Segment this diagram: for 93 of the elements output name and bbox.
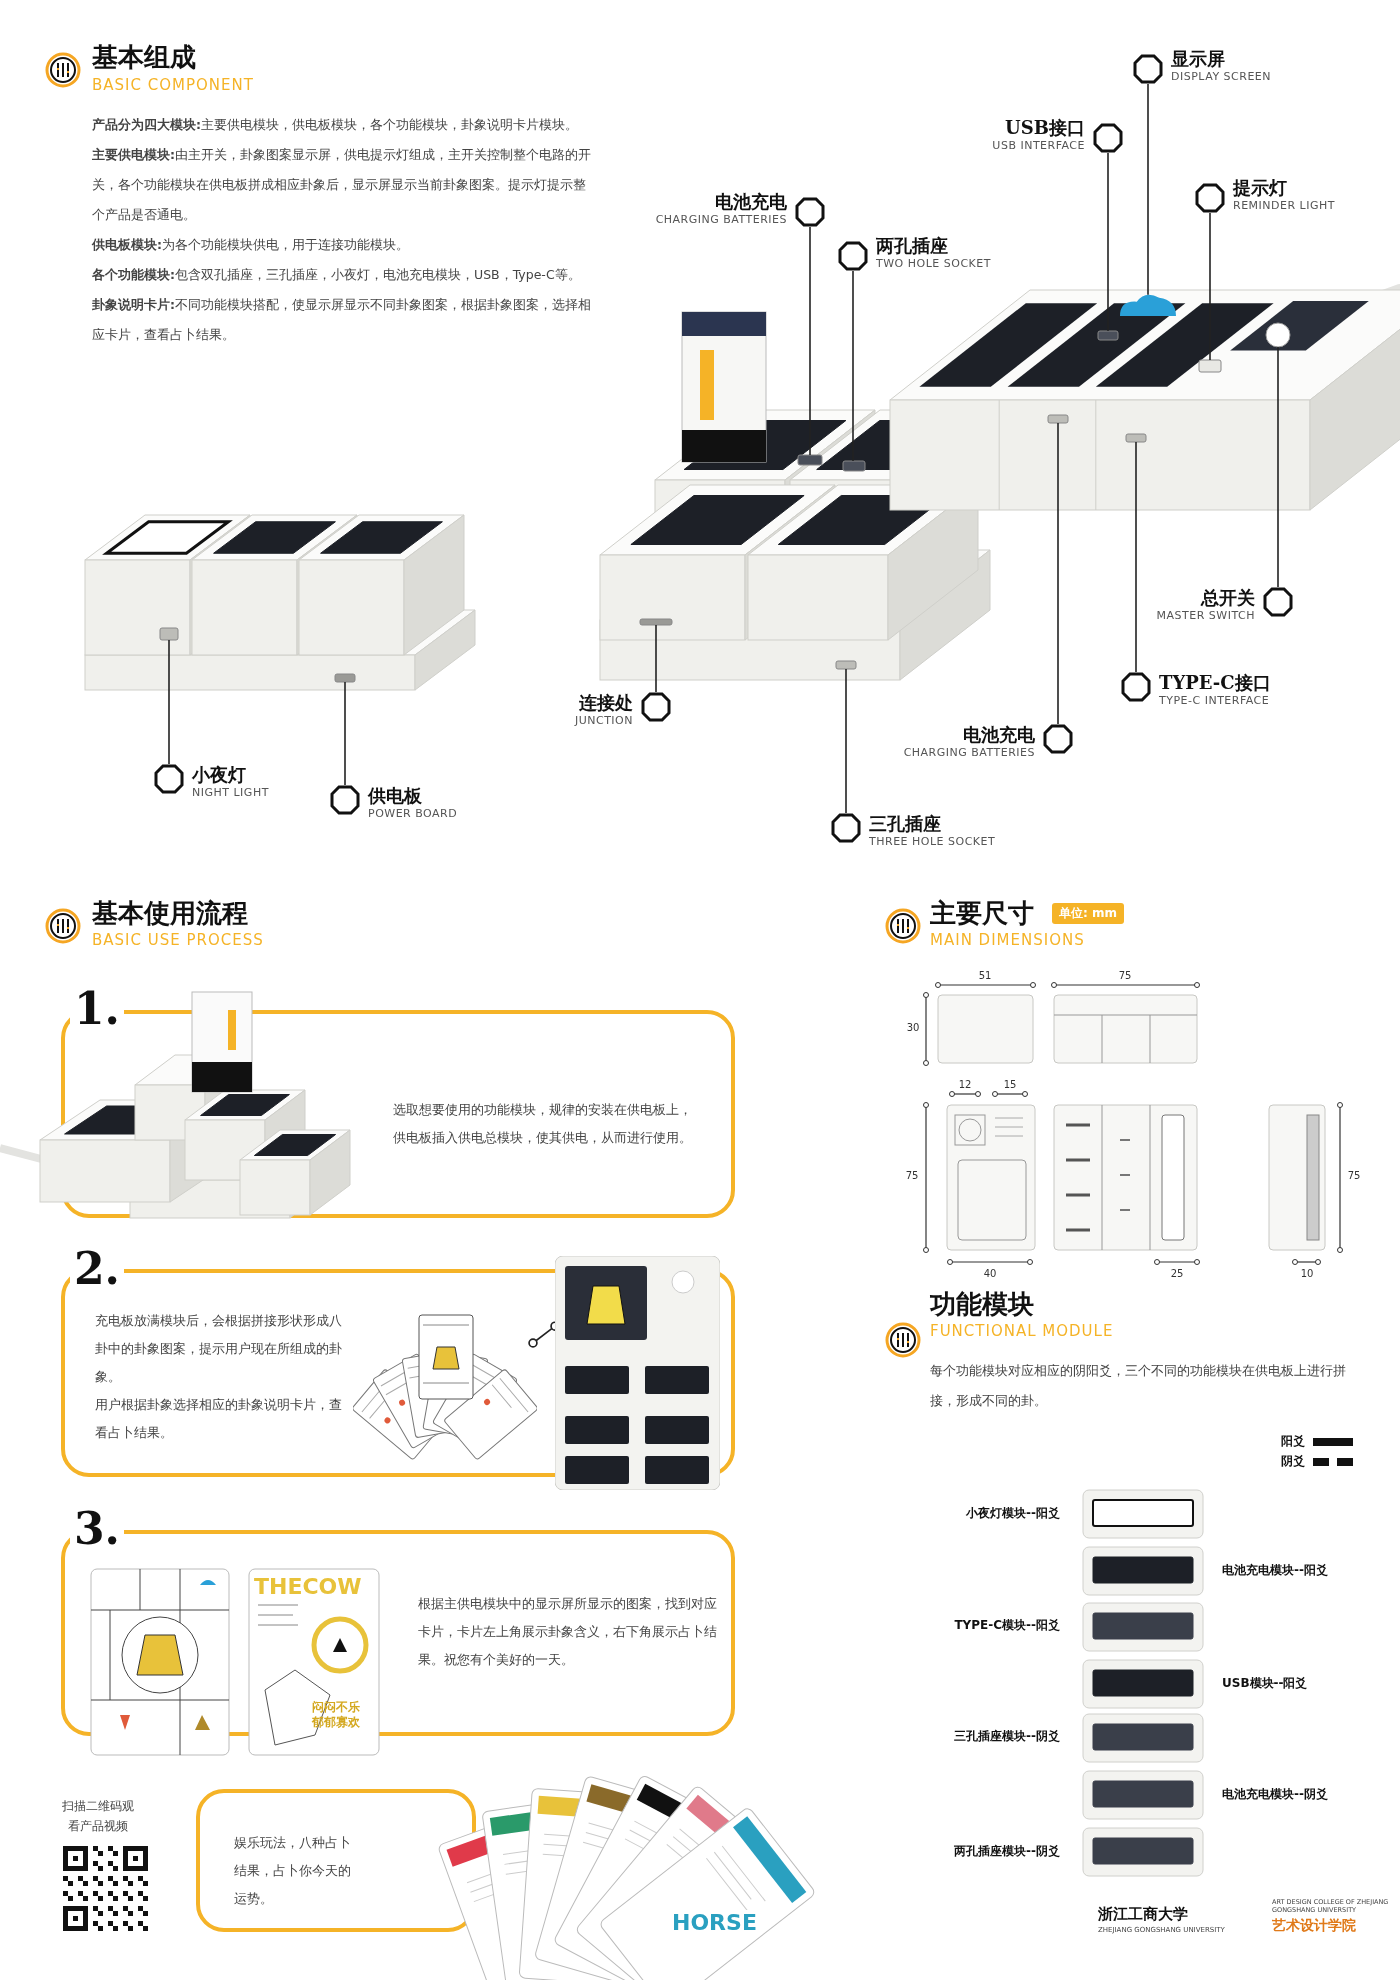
dimension-value: 30 bbox=[906, 1022, 920, 1033]
module-label: 电池充电模块--阴爻 bbox=[1222, 1786, 1328, 1803]
display-screen bbox=[1120, 294, 1176, 316]
college-name: 艺术设计学院 bbox=[1272, 1917, 1356, 1935]
connector-line bbox=[1147, 83, 1149, 296]
body-text: 各个功能模块:包含双孔插座，三孔插座，小夜灯，电池充电模块，USB，Type-C等。 bbox=[92, 266, 582, 284]
qr-caption: 扫描二维码观看产品视频 bbox=[61, 1798, 135, 1835]
module-label: 三孔插座模块--阴爻 bbox=[953, 1728, 1060, 1745]
connector-line bbox=[1107, 152, 1109, 332]
body-text: 卦象说明卡片:不同功能模块搭配，使显示屏显示不同卦象图案，根据卦象图案，选择相应卡片，查看占卜结果。 bbox=[92, 296, 592, 344]
callout-subtitle: TWO HOLE SOCKET bbox=[876, 257, 991, 271]
dimension-value: 75 bbox=[1117, 970, 1133, 981]
dimension-value: 75 bbox=[1346, 1170, 1362, 1181]
two-hole-socket bbox=[842, 460, 866, 472]
connector-line bbox=[809, 226, 811, 456]
callout-title: 两孔插座 bbox=[876, 235, 949, 257]
section-subtitle: BASIC COMPONENT bbox=[92, 76, 254, 94]
callout-subtitle: DISPLAY SCREEN bbox=[1171, 70, 1272, 84]
section-subtitle: BASIC USE PROCESS bbox=[92, 931, 264, 949]
dimension-value: 75 bbox=[904, 1170, 920, 1181]
night-light-icon bbox=[159, 627, 179, 641]
connector-line bbox=[168, 639, 170, 765]
body-text: 供电板模块:为各个功能模块供电，用于连接功能模块。 bbox=[92, 236, 410, 254]
connector-line bbox=[852, 270, 854, 462]
section-subtitle: FUNCTIONAL MODULE bbox=[930, 1322, 1114, 1340]
dimension-value: 12 bbox=[957, 1079, 973, 1090]
callout-subtitle: REMINDER LIGHT bbox=[1233, 199, 1335, 213]
callout-title: 总开关 bbox=[1199, 587, 1255, 609]
callout-subtitle: CHARGING BATTERIES bbox=[655, 213, 787, 227]
step-text: 娱乐玩法，八种占卜结果，占卜你今天的运势。 bbox=[234, 1834, 352, 1908]
callout-title: 连接处 bbox=[578, 692, 633, 714]
switch-button bbox=[1265, 322, 1291, 348]
type-c-port bbox=[1125, 433, 1147, 443]
callout-title: 显示屏 bbox=[1171, 48, 1226, 70]
callout-title: 电池充电 bbox=[714, 191, 787, 213]
dimension-value: 40 bbox=[982, 1268, 998, 1279]
battery-slot bbox=[797, 454, 823, 466]
callout-subtitle: THREE HOLE SOCKET bbox=[869, 835, 996, 849]
board-connector bbox=[334, 673, 356, 683]
dimension-value: 51 bbox=[977, 970, 993, 981]
dimension-value: 10 bbox=[1299, 1268, 1315, 1279]
section-title: 基本组成 bbox=[92, 41, 196, 74]
legend-label: 阳爻 bbox=[1281, 1433, 1305, 1450]
module-label: USB模块--阳爻 bbox=[1222, 1675, 1308, 1692]
section-title: 基本使用流程 bbox=[92, 897, 248, 930]
callout-title: 小夜灯 bbox=[192, 764, 247, 786]
body-text: 主要供电模块:由主开关，卦象图案显示屏，供电提示灯组成，主开关控制整个电路的开关，各个功能模块在供电板拼成相应卦象后，显示屏显示当前卦象图案。提示灯提示整个产品是否通电。 bbox=[92, 146, 592, 224]
section-title: 主要尺寸 bbox=[930, 897, 1034, 930]
card-slogan: 闷闷不乐郁郁寡欢 bbox=[312, 1700, 361, 1730]
connector-line bbox=[344, 681, 346, 786]
indicator-light bbox=[1198, 359, 1222, 373]
module-label: 小夜灯模块--阳爻 bbox=[965, 1505, 1060, 1522]
callout-subtitle: TYPE-C INTERFACE bbox=[1159, 694, 1271, 708]
callout-title: TYPE-C接口 bbox=[1159, 672, 1271, 694]
step-text: 选取想要使用的功能模块，规律的安装在供电板上，供电板插入供电总模块，使其供电，从而进行使用。 bbox=[393, 1101, 693, 1147]
connector-line bbox=[1209, 212, 1211, 361]
callout-title: USB接口 bbox=[1004, 117, 1085, 139]
battery-slot bbox=[1047, 414, 1069, 424]
junction-slot bbox=[639, 618, 673, 626]
three-hole-socket bbox=[835, 660, 857, 670]
step-text: 用户根据卦象选择相应的卦象说明卡片，查看占卜结果。 bbox=[95, 1396, 343, 1442]
body-text: 产品分为四大模块:主要供电模块，供电板模块，各个功能模块，卦象说明卡片模块。 bbox=[92, 116, 579, 134]
body-text: 每个功能模块对应相应的阴阳爻，三个不同的功能模块在供电板上进行拼接，形成不同的卦。 bbox=[930, 1362, 1347, 1410]
connector-line bbox=[655, 624, 657, 693]
callout-subtitle: CHARGING BATTERIES bbox=[903, 746, 1035, 760]
module-label: 两孔插座模块--阴爻 bbox=[953, 1843, 1060, 1860]
step-text: 根据主供电模块中的显示屏所显示的图案，找到对应卡片，卡片左上角展示卦象含义，右下角展示占卜结果。祝您有个美好的一天。 bbox=[418, 1595, 718, 1669]
connector-line bbox=[845, 668, 847, 814]
dimension-value: 25 bbox=[1169, 1268, 1185, 1279]
callout-subtitle: USB INTERFACE bbox=[992, 139, 1085, 153]
callout-title: 供电板 bbox=[368, 785, 423, 807]
callout-title: 电池充电 bbox=[962, 724, 1035, 746]
university-name: 浙江工商大学 bbox=[1098, 1905, 1188, 1924]
step-panel bbox=[196, 1789, 476, 1932]
connector-line bbox=[1277, 346, 1279, 588]
callout-subtitle: MASTER SWITCH bbox=[1156, 609, 1255, 623]
module-label: 电池充电模块--阳爻 bbox=[1222, 1562, 1328, 1579]
connector-line bbox=[1135, 441, 1137, 673]
step-text: 充电板放满模块后，会根据拼接形状形成八卦中的卦象图案，提示用户现在所组成的卦象。 bbox=[95, 1312, 343, 1386]
callout-subtitle: POWER BOARD bbox=[368, 807, 458, 821]
callout-title: 三孔插座 bbox=[869, 813, 942, 835]
section-title: 功能模块 bbox=[930, 1288, 1034, 1321]
usb-port bbox=[1097, 330, 1119, 341]
module-label: TYPE-C模块--阳爻 bbox=[953, 1617, 1060, 1634]
connector-line bbox=[1057, 422, 1059, 725]
unit-badge: 单位: mm bbox=[1052, 903, 1124, 924]
section-subtitle: MAIN DIMENSIONS bbox=[930, 931, 1085, 949]
dimension-value: 15 bbox=[1002, 1079, 1018, 1090]
callout-subtitle: NIGHT LIGHT bbox=[192, 786, 269, 800]
card-title: THECOW bbox=[254, 1574, 362, 1599]
legend-label: 阴爻 bbox=[1281, 1453, 1305, 1470]
callout-title: 提示灯 bbox=[1233, 177, 1288, 199]
callout-subtitle: JUNCTION bbox=[574, 714, 633, 728]
